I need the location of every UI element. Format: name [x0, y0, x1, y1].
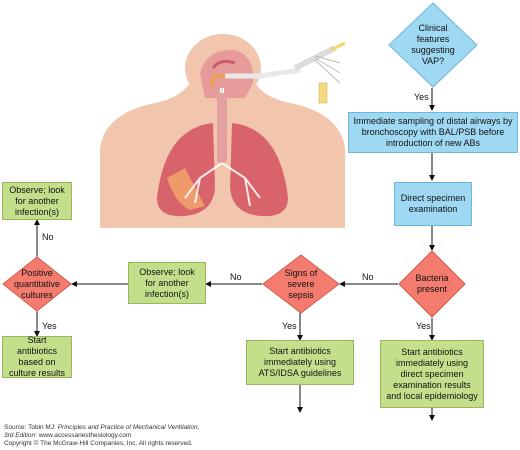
edge-label-yes-4: Yes — [42, 321, 57, 331]
source-book-title: Principles and Practice of Mechanical Ve… — [57, 424, 200, 431]
outcome-abx-ats-idsa: Start antibiotics immediately using ATS/… — [246, 340, 354, 385]
edge-label-no-2: No — [230, 272, 242, 282]
edge-label-no-3: No — [42, 232, 54, 242]
decision-severe-sepsis-label: Signs of severe sepsis — [284, 267, 318, 300]
action-direct-specimen-exam: Direct specimen examination — [394, 182, 472, 226]
edge-label-yes-3: Yes — [282, 321, 297, 331]
source-edition: 3rd Edition — [4, 432, 36, 439]
airway-lung-illustration — [100, 34, 346, 228]
outcome-observe-top: Observe; look for another infection(s) — [2, 182, 72, 220]
decision-clinical-features: Clinical features suggesting VAP? — [388, 2, 478, 88]
edge-label-yes-2: Yes — [416, 321, 431, 331]
outcome-abx-direct: Start antibiotics immediately using dire… — [380, 340, 484, 408]
decision-severe-sepsis: Signs of severe sepsis — [262, 254, 340, 314]
decision-bacteria-present-label: Bacteria present — [415, 273, 449, 294]
source-citation: Source: Tobin MJ: Principles and Practic… — [4, 424, 199, 448]
decision-clinical-features-label: Clinical features suggesting VAP? — [411, 23, 455, 66]
source-website: : www.accessanesthesiology.com — [35, 432, 132, 439]
source-copyright: Copyright © The McGraw-Hill Companies, I… — [4, 440, 193, 447]
outcome-observe-mid: Observe; look for another infection(s) — [128, 262, 206, 304]
action-immediate-sampling: Immediate sampling of distal airways by … — [348, 112, 518, 153]
decision-positive-cultures: Positive quantitative cultures — [2, 256, 72, 312]
decision-positive-cultures-label: Positive quantitative cultures — [13, 267, 61, 300]
outcome-abx-culture: Start antibiotics based on culture resul… — [2, 335, 72, 378]
edge-label-yes-1: Yes — [414, 92, 429, 102]
source-prefix: Source: Tobin MJ: — [4, 424, 58, 431]
decision-bacteria-present: Bacteria present — [398, 250, 466, 318]
edge-label-no-1: No — [362, 272, 374, 282]
